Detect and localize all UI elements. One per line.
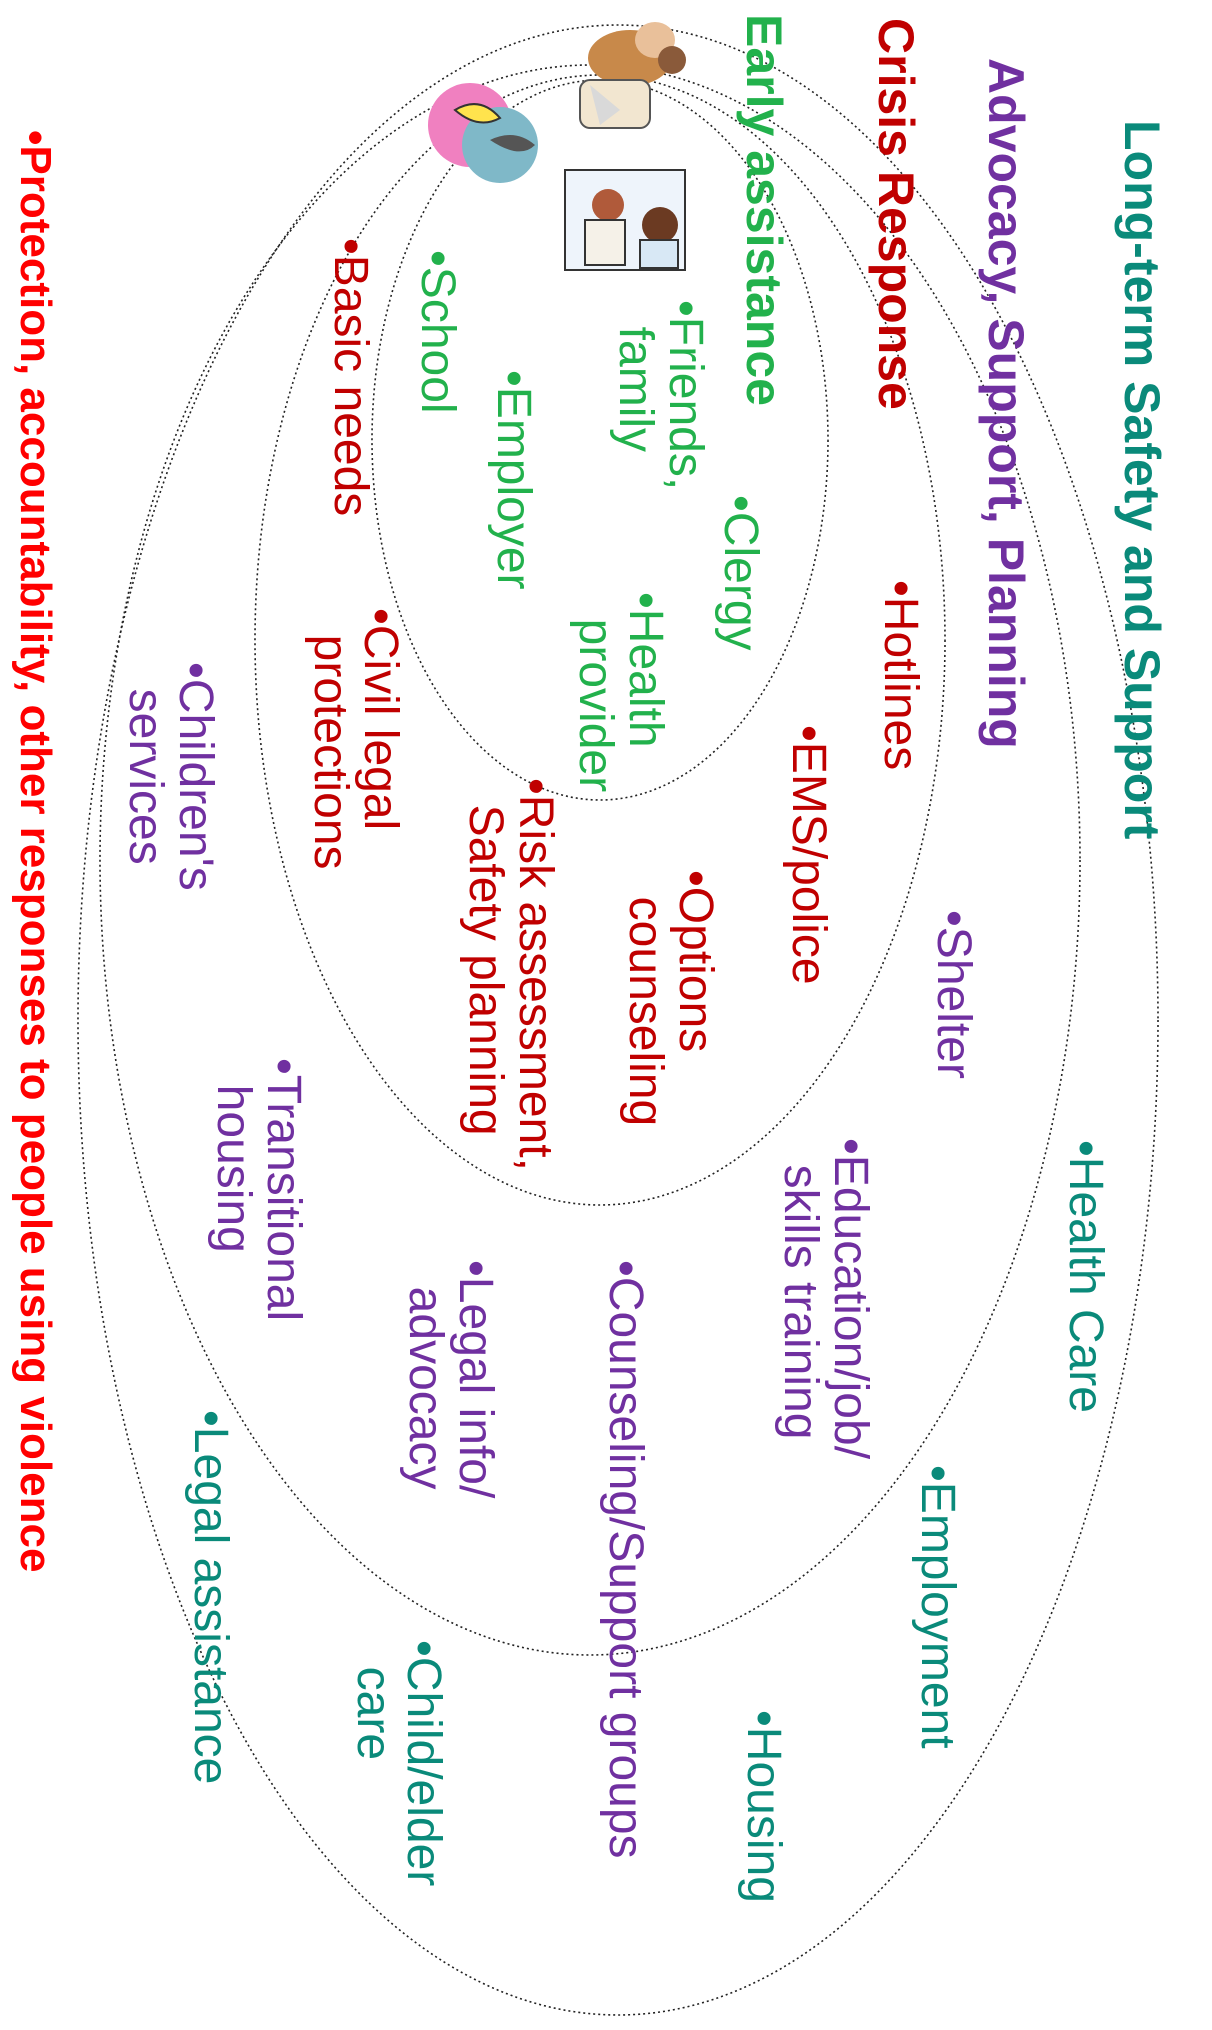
item-transitional: •Transitional housing [206,1058,310,1322]
footer-protection: •Protection, accountability, other respo… [11,130,60,1573]
item-counseling-groups: •Counseling/Support groups [599,1260,652,1859]
item-ems-police: •EMS/police [782,725,835,985]
heading-advocacy: Advocacy, Support, Planning [978,58,1034,749]
ring-long-term [77,24,1159,2016]
heading-long-term: Long-term Safety and Support [1114,120,1170,840]
counseling-icon [428,83,538,183]
item-friends-family: •Friends, family [608,300,712,491]
item-clergy: •Clergy [714,495,767,651]
item-child-elder-care: •Child/elder care [346,1640,450,1887]
item-civil-legal: •Civil legal protections [303,608,407,870]
item-basic-needs: •Basic needs [324,238,377,517]
item-shelter: •Shelter [927,910,980,1079]
item-options-counseling: •Options counseling [618,870,722,1127]
item-education: •Education/job/ skills training [773,1138,877,1460]
item-school: •School [411,250,464,414]
item-risk-assessment: •Risk assessment, Safety planning [458,778,562,1171]
people-talking-icon [579,22,686,129]
heading-early: Early assistance [736,14,792,406]
heading-crisis: Crisis Response [868,18,924,410]
item-childrens-services: •Children's services [118,662,222,891]
item-legal-assistance: •Legal assistance [184,1410,237,1785]
item-health-care: •Health Care [1059,1140,1112,1413]
item-employment: •Employment [911,1465,964,1749]
item-housing: •Housing [737,1710,790,1903]
item-health-provider: •Health provider [568,592,672,793]
family-help-icon [564,169,686,271]
item-employer: •Employer [487,370,540,590]
item-legal-info: •Legal info/ advocacy [398,1260,502,1499]
ring-early [371,79,829,801]
item-hotlines: •Hotlines [874,580,927,771]
